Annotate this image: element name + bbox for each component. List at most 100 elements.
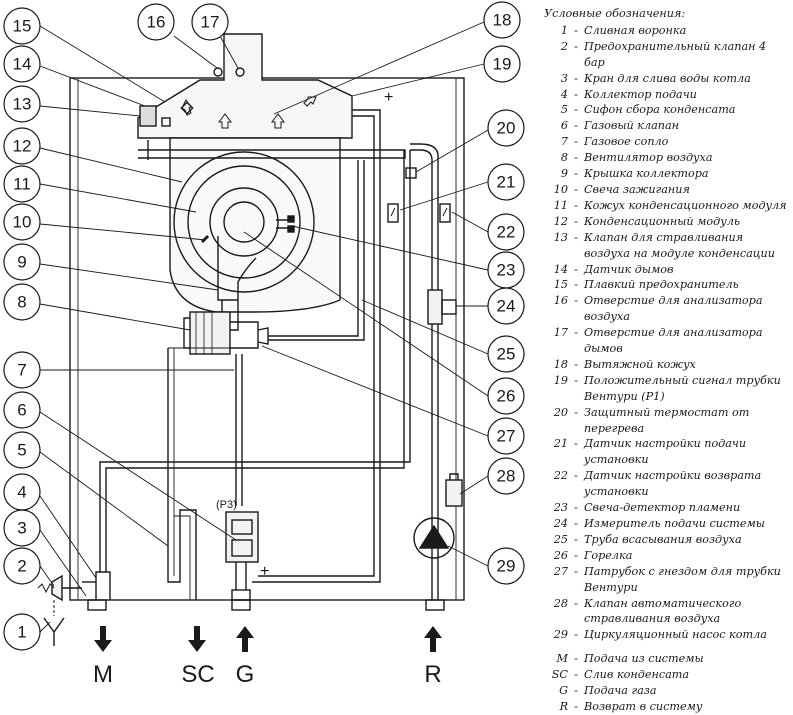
- legend-dash: -: [574, 357, 578, 371]
- legend-item: 3-Кран для слива воды котла: [540, 71, 790, 87]
- legend-dash: -: [574, 532, 578, 546]
- callout-15: 15: [13, 17, 32, 36]
- legend-item-number: 3: [560, 71, 568, 85]
- legend-item-number: 27: [553, 564, 568, 578]
- callout-10: 10: [13, 213, 32, 232]
- callout-22: 22: [497, 223, 516, 242]
- air-fan: [189, 311, 231, 355]
- auto-air-vent: [445, 479, 463, 507]
- callout-6: 6: [17, 401, 26, 420]
- callout-19: 19: [493, 55, 512, 74]
- legend-item: 1-Сливная воронка: [540, 23, 790, 39]
- legend-dash: -: [574, 548, 578, 562]
- legend-dash: -: [574, 405, 578, 419]
- callout-9: 9: [17, 253, 26, 272]
- callout-23: 23: [497, 261, 516, 280]
- legend-item-text: Коллектор подачи: [584, 87, 697, 101]
- legend-item-number: 22: [553, 469, 568, 483]
- legend-item-text: Датчик дымов: [584, 262, 674, 276]
- legend-item-text: Датчик настройки подачи установки: [584, 437, 747, 467]
- legend-item-number: 4: [560, 87, 568, 101]
- legend-flow-code: G: [559, 684, 568, 698]
- legend-item-text: Труба всасывания воздуха: [584, 532, 742, 546]
- legend-item: 15-Плавкий предохранитель: [540, 277, 790, 293]
- legend-dash: -: [574, 87, 578, 101]
- legend-item-text: Плавкий предохранитель: [584, 278, 739, 292]
- legend-item-number: 21: [553, 437, 568, 451]
- legend-item-text: Предохранительный клапан 4 бар: [584, 39, 767, 69]
- legend-item-text: Горелка: [584, 548, 633, 562]
- legend-item: 9-Крышка коллектора: [540, 166, 790, 182]
- legend-dash: -: [574, 699, 578, 713]
- callout-12: 12: [13, 137, 32, 156]
- legend-dash: -: [574, 151, 578, 165]
- legend-item-text: Сливная воронка: [584, 23, 687, 37]
- callout-14: 14: [13, 55, 32, 74]
- legend-item-text: Защитный термостат от перегрева: [584, 405, 750, 435]
- legend-item: 21-Датчик настройки подачи установки: [540, 436, 790, 468]
- burner: [209, 187, 279, 257]
- legend-item-number: 20: [553, 405, 568, 419]
- legend-dash: -: [574, 135, 578, 149]
- legend-item-text: Вентилятор воздуха: [584, 151, 713, 165]
- legend-item-number: 18: [553, 357, 568, 371]
- legend-item-number: 5: [560, 103, 568, 117]
- callout-25: 25: [497, 345, 516, 364]
- legend-item-text: Циркуляционный насос котла: [584, 628, 767, 642]
- callout-8: 8: [17, 293, 26, 312]
- burner-ring: [187, 165, 301, 279]
- legend-item-text: Отверстие для анализатора дымов: [584, 326, 763, 356]
- legend-item-number: 19: [553, 373, 568, 387]
- legend-dash: -: [574, 652, 578, 666]
- legend-dash: -: [574, 596, 578, 610]
- legend-item: 17-Отверстие для анализатора дымов: [540, 325, 790, 357]
- legend-item-text: Датчик настройки возврата установки: [584, 469, 762, 499]
- legend-item-number: 2: [560, 39, 568, 53]
- flame-detector-ring: [223, 201, 265, 243]
- legend-item-text: Газовое сопло: [584, 135, 669, 149]
- callout-7: 7: [17, 361, 26, 380]
- legend-item: 29-Циркуляционный насос котла: [540, 627, 790, 643]
- legend-item-text: Клапан для стравливания воздуха на модул…: [584, 230, 775, 260]
- legend-item-number: 10: [553, 182, 568, 196]
- legend-dash: -: [574, 469, 578, 483]
- legend-item-text: Положительный сигнал трубки Вентури (P1): [584, 373, 781, 403]
- legend-item-number: 13: [553, 230, 568, 244]
- legend-item: 6-Газовый клапан: [540, 118, 790, 134]
- flow-label-sc: SC: [181, 661, 214, 688]
- legend-item-number: 8: [560, 151, 568, 165]
- legend-item-number: 14: [553, 262, 568, 276]
- legend-item: 14-Датчик дымов: [540, 262, 790, 278]
- legend-item-text: Кожух конденсационного модуля: [584, 198, 787, 212]
- callout-20: 20: [497, 119, 516, 138]
- callout-4: 4: [17, 483, 26, 502]
- legend-item: 5-Сифон сбора конденсата: [540, 102, 790, 118]
- flow-label-m: M: [93, 661, 113, 688]
- legend-title: Условные обозначения:: [544, 7, 686, 20]
- legend-item-text: Отверстие для анализатора воздуха: [584, 294, 763, 324]
- legend-dash: -: [574, 198, 578, 212]
- legend-item: 19-Положительный сигнал трубки Вентури (…: [540, 373, 790, 405]
- legend-item-number: 26: [553, 548, 568, 562]
- legend-item-number: 24: [553, 517, 568, 530]
- air-analyzer-hole: [213, 67, 223, 77]
- circulation-pump: [413, 517, 455, 559]
- callout-1: 1: [17, 623, 26, 642]
- legend-dash: -: [574, 437, 578, 451]
- legend-item-number: 15: [553, 278, 568, 292]
- legend-item-number: 6: [560, 119, 568, 133]
- callout-21: 21: [497, 173, 516, 192]
- legend-item: 11-Кожух конденсационного модуля: [540, 198, 790, 214]
- legend-item: 8-Вентилятор воздуха: [540, 150, 790, 166]
- burner-housing: [173, 151, 315, 293]
- legend-item: 4-Коллектор подачи: [540, 87, 790, 103]
- legend-item-number: 23: [553, 501, 568, 515]
- legend-flow-code: M: [556, 652, 568, 666]
- legend-item-number: 9: [560, 167, 568, 181]
- legend-item-text: Измеритель подачи системы: [584, 517, 765, 530]
- legend-flow-text: Подача газа: [584, 684, 657, 698]
- callout-2: 2: [17, 557, 26, 576]
- legend-flow-text: Слив конденсата: [584, 668, 690, 682]
- flow-label-r: R: [424, 661, 441, 688]
